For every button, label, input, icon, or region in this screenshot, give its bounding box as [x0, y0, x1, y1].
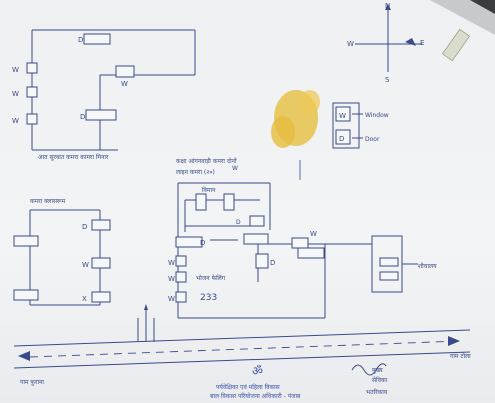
- compass-east-label: E: [420, 39, 424, 47]
- right-block: शौचालय: [371, 235, 437, 293]
- top-room-window-1: W: [12, 66, 19, 74]
- top-room-window-2: W: [12, 90, 19, 98]
- top-room-door-mid: D: [80, 113, 85, 121]
- signature: मुख्य सेविका भतरिकाय: [351, 363, 388, 396]
- compass-west-label: W: [347, 40, 354, 48]
- center-window-2: W: [168, 275, 175, 283]
- svg-text:ॐ: ॐ: [252, 364, 263, 378]
- legend-window-label: Window: [365, 112, 389, 119]
- center-window-3: W: [168, 295, 175, 303]
- stamp-line-2: बाल विकास परियोजना अधिकारी - पंजाब: [210, 392, 301, 400]
- center-top-label: विमान: [202, 186, 216, 194]
- top-room-window-3: W: [12, 117, 19, 125]
- compass-south-label: S: [385, 76, 390, 84]
- paper-stain: [271, 90, 320, 148]
- road-right-label: गाम टोला: [450, 352, 471, 360]
- center-caption-2: लाइन कमरा (२०): [176, 169, 215, 176]
- signature-line-3: भतरिकाय: [366, 388, 388, 396]
- left-room-window-bottom: X: [82, 295, 87, 303]
- left-room: कमरा क्लासरूम D W X: [13, 198, 111, 306]
- center-door-left: D: [200, 239, 205, 247]
- center-window-4: W: [232, 165, 238, 172]
- center-number: 233: [200, 293, 217, 303]
- legend-window-symbol: W: [339, 112, 346, 120]
- paper-corner-edge: [470, 0, 495, 14]
- signature-line-2: सेविका: [372, 376, 388, 384]
- top-room: D D W W W W आत सुरवात कमरा कामरा मिनार: [12, 29, 196, 161]
- compass-rose: N E W S: [347, 2, 424, 84]
- center-caption-1: कक्षा आंगनवाड़ी कमरा दोनों: [176, 157, 237, 165]
- top-room-door-top: D: [78, 36, 83, 44]
- center-block: कक्षा आंगनवाड़ी कमरा दोनों लाइन कमरा (२०…: [168, 157, 372, 319]
- right-block-label: शौचालय: [418, 262, 437, 270]
- center-mid-label: भोजन फेलिंग: [196, 274, 226, 282]
- legend: W Window D Door: [332, 102, 389, 149]
- road: गाम फुराना गाम टोला: [13, 329, 471, 386]
- legend-door-label: Door: [365, 136, 380, 143]
- center-window-right: W: [310, 230, 317, 238]
- center-window-1: W: [168, 259, 175, 267]
- gate-marks: [137, 304, 155, 342]
- paper-corner-shadow: [430, 0, 495, 35]
- left-room-caption: कमरा क्लासरूम: [30, 198, 66, 205]
- left-room-door: D: [82, 223, 87, 231]
- left-room-window: W: [82, 261, 89, 269]
- top-room-caption: आत सुरवात कमरा कामरा मिनार: [38, 153, 109, 161]
- stamp-line-1: पर्यवेक्षिका एवं महिला विकास: [216, 383, 281, 391]
- legend-door-symbol: D: [339, 135, 344, 143]
- center-door-right-1: D: [236, 219, 241, 226]
- official-stamp: ॐ पर्यवेक्षिका एवं महिला विकास बाल विकास…: [210, 364, 301, 400]
- tape-strip: [442, 28, 470, 62]
- top-room-window-right: W: [121, 80, 128, 88]
- signature-line-1: मुख्य: [372, 367, 383, 374]
- road-left-label: गाम फुराना: [20, 379, 44, 386]
- center-door-right-2: D: [270, 259, 275, 267]
- compass-north-label: N: [385, 2, 390, 10]
